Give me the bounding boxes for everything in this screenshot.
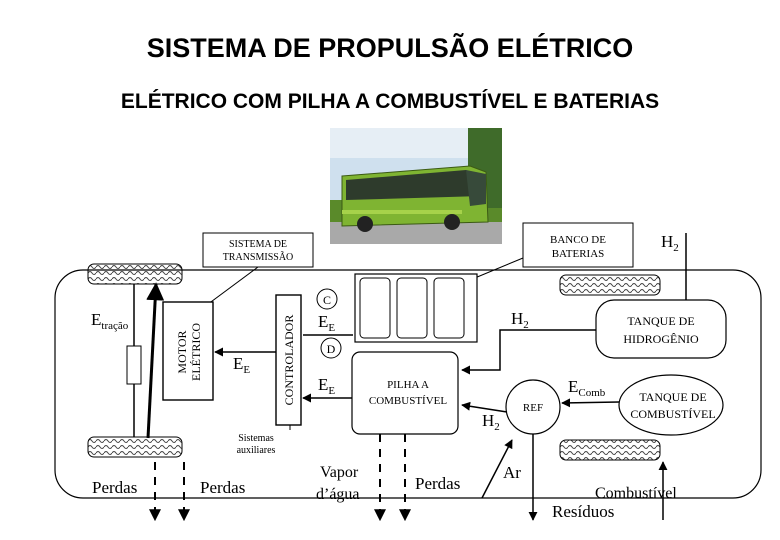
ecomb-label: EComb (568, 377, 606, 399)
vapor-label-2: d’água (316, 486, 360, 503)
baterias-leader-line (469, 257, 524, 281)
photo-road (330, 222, 502, 244)
wheel-rear-bottom (87, 436, 183, 458)
tanque-hidrogenio-box (595, 299, 727, 359)
bus-outline (54, 269, 762, 499)
discharge-indicator (320, 337, 342, 359)
perdas-label-3: Perdas (415, 474, 460, 493)
tanque-h-label-2: HIDROGÊNIO (623, 332, 699, 346)
h2-mid-label: H2 (511, 309, 529, 331)
sistema-transmissao-label-1: SISTEMA DE (229, 239, 287, 250)
page-subtitle: ELÉTRICO COM PILHA A COMBUSTÍVEL E BATER… (120, 90, 660, 113)
ar-arrow (481, 439, 513, 499)
fuel-to-ref-arrow (561, 398, 620, 408)
ee-fc-label: EE (318, 375, 335, 397)
d-label: D (327, 342, 336, 356)
charge-indicator (316, 288, 338, 310)
traction-arrow (146, 282, 165, 439)
wheel-front-top (559, 274, 661, 296)
h2-top-label: H2 (661, 232, 679, 254)
pilha-label-1: PILHA A (387, 379, 429, 391)
fuel-cell-box (351, 351, 459, 435)
banco-baterias-label-1: BANCO DE (550, 234, 606, 246)
tanque-combustivel-box (618, 374, 724, 436)
sistema-transmissao-label-2: TRANSMISSÃO (223, 251, 294, 263)
controlador-box (275, 294, 302, 426)
wheel-rear-top (87, 263, 183, 285)
motor-box (162, 301, 214, 401)
sistemas-aux-label-2: auxiliares (237, 445, 276, 456)
perdas-label-2: Perdas (200, 478, 245, 497)
etracao-label: Etração (91, 310, 129, 332)
h2-low-label: H2 (482, 411, 500, 433)
pilha-label-2: COMBUSTÍVEL (369, 395, 448, 407)
bus-wheel-rear (357, 216, 373, 232)
controlador-label: CONTROLADOR (282, 315, 296, 406)
vapor-label-1: Vapor (320, 464, 359, 481)
ee-motor-label: EE (233, 354, 250, 376)
wheel-front-bottom (559, 439, 661, 461)
ref-to-fuelcell-arrow (461, 401, 508, 413)
h2-to-fuelcell-arrow (461, 329, 596, 375)
ar-label: Ar (503, 463, 521, 482)
sistema-transmissao-box (202, 232, 314, 268)
motor-label-2: ELÉTRICO (189, 323, 203, 381)
axle-coupling (126, 345, 142, 385)
bus-wheel-front (444, 214, 460, 230)
bus-photo (330, 128, 502, 244)
battery-cell (433, 277, 465, 339)
bus-windows (346, 170, 482, 200)
sistemas-aux-label-1: Sistemas (238, 433, 274, 444)
page-title: SISTEMA DE PROPULSÃO ELÉTRICO (146, 33, 634, 63)
residuos-label: Resíduos (552, 502, 614, 521)
battery-cell (396, 277, 428, 339)
banco-baterias-box (522, 222, 634, 268)
ee-battery-label: EE (318, 312, 335, 334)
c-label: C (323, 293, 331, 307)
tanque-h-label-1: TANQUE DE (627, 314, 694, 328)
tanque-c-label-2: COMBUSTÍVEL (630, 407, 715, 421)
tanque-c-label-1: TANQUE DE (639, 390, 706, 404)
ref-label: REF (523, 402, 543, 414)
battery-cell (359, 277, 391, 339)
perdas-label-1: Perdas (92, 478, 137, 497)
banco-baterias-label-2: BATERIAS (552, 248, 605, 260)
motor-label-1: MOTOR (175, 330, 189, 373)
combustivel-label: Combustível (595, 485, 677, 502)
